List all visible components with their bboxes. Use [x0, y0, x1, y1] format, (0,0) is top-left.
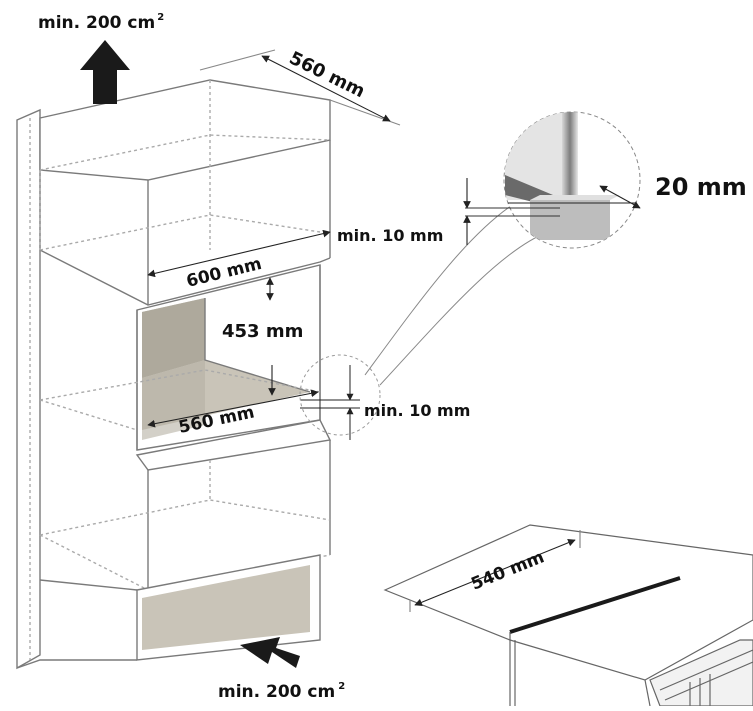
dim-gap-niche [299, 354, 381, 440]
label-gap-top: min. 10 mm [337, 226, 443, 245]
upper-compartment [39, 79, 331, 306]
dim-width-niche [147, 229, 331, 301]
drawer-detail [383, 524, 753, 707]
detail-magnifier [463, 111, 641, 249]
vent-bottom-arrow-icon [240, 637, 300, 668]
cabinet-left-panel [16, 108, 41, 670]
detail-leader [364, 199, 549, 386]
dim-depth-niche [147, 389, 319, 428]
label-height-niche: 453 mm [222, 321, 303, 342]
vent-top-arrow-icon [80, 40, 130, 104]
label-gap-bottom: min. 10 mm [364, 401, 470, 420]
label-detail-thickness: 20 mm [655, 173, 747, 201]
dim-depth-top [199, 49, 401, 126]
plinth [16, 554, 321, 669]
